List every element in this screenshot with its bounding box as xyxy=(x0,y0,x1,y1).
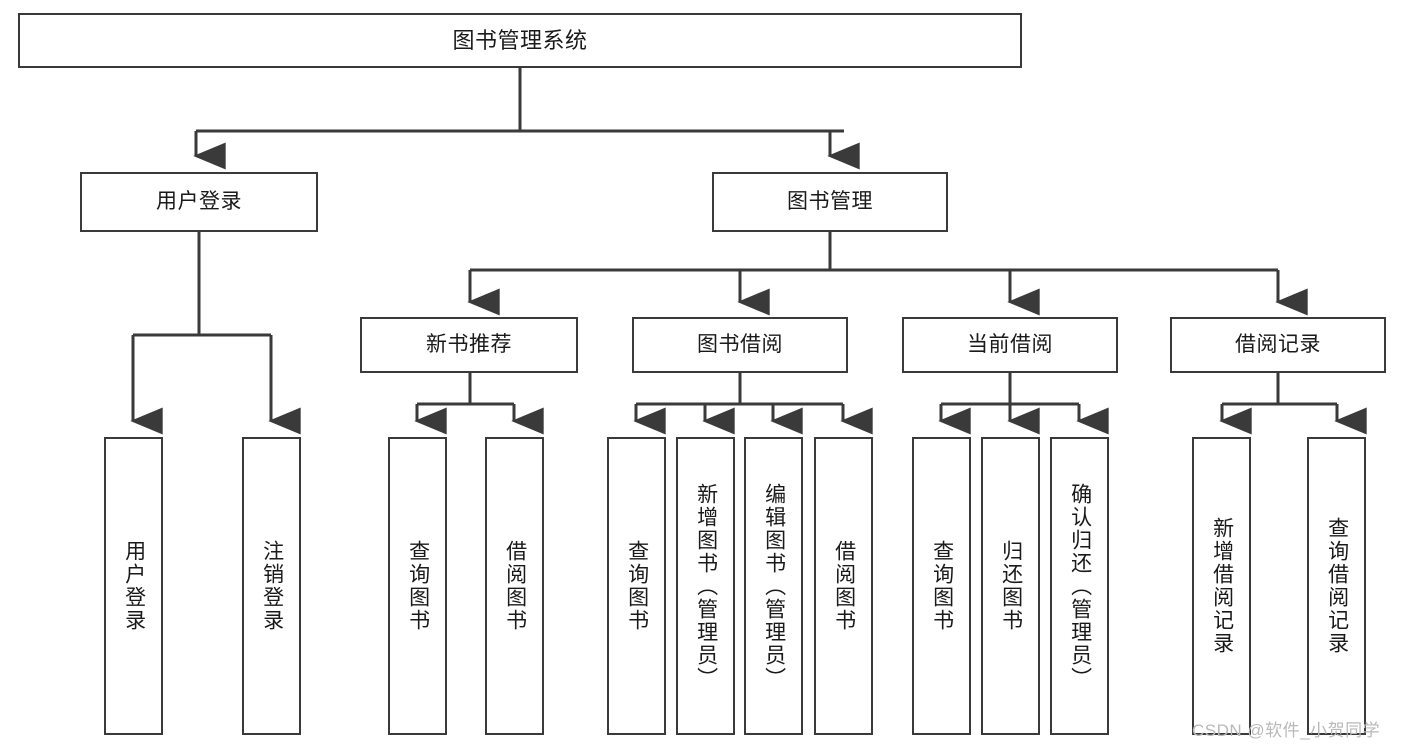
node-label: 注销登录 xyxy=(260,540,284,632)
node-user-login[interactable]: 用户登录 xyxy=(80,172,318,232)
node-book-management[interactable]: 图书管理 xyxy=(712,172,948,232)
leaf-current-borrow-1[interactable]: 查询图书 xyxy=(912,437,971,735)
node-label: 编辑图书（管理员） xyxy=(762,482,786,690)
node-root-system[interactable]: 图书管理系统 xyxy=(18,13,1022,68)
node-book-borrow[interactable]: 图书借阅 xyxy=(632,317,848,373)
leaf-book-borrow-1[interactable]: 查询图书 xyxy=(607,437,666,735)
leaf-new-book-1[interactable]: 查询图书 xyxy=(388,437,447,735)
leaf-borrow-record-2[interactable]: 查询借阅记录 xyxy=(1307,437,1366,735)
node-label: 查询图书 xyxy=(930,540,954,632)
node-label: 新书推荐 xyxy=(426,332,512,356)
csdn-watermark: CSDN @软件_小贺同学 xyxy=(1192,721,1381,740)
node-label: 新增借阅记录 xyxy=(1210,517,1234,655)
leaf-borrow-record-1[interactable]: 新增借阅记录 xyxy=(1192,437,1251,735)
node-label: 归还图书 xyxy=(999,540,1023,632)
node-label: 用户登录 xyxy=(156,189,242,213)
node-new-book-recommend[interactable]: 新书推荐 xyxy=(360,317,578,373)
leaf-book-borrow-2[interactable]: 新增图书（管理员） xyxy=(676,437,735,735)
node-label: 查询借阅记录 xyxy=(1325,517,1349,655)
node-label: 图书借阅 xyxy=(697,332,783,356)
leaf-current-borrow-2[interactable]: 归还图书 xyxy=(981,437,1040,735)
leaf-book-borrow-3[interactable]: 编辑图书（管理员） xyxy=(744,437,803,735)
node-label: 借阅记录 xyxy=(1235,332,1321,356)
leaf-current-borrow-3[interactable]: 确认归还（管理员） xyxy=(1050,437,1109,735)
node-borrow-record[interactable]: 借阅记录 xyxy=(1170,317,1386,373)
node-label: 当前借阅 xyxy=(967,332,1053,356)
node-label: 新增图书（管理员） xyxy=(694,482,718,690)
node-label: 图书管理系统 xyxy=(452,27,588,53)
node-label: 确认归还（管理员） xyxy=(1068,482,1092,690)
node-label: 借阅图书 xyxy=(832,540,856,632)
node-label: 用户登录 xyxy=(122,540,146,632)
leaf-book-borrow-4[interactable]: 借阅图书 xyxy=(814,437,873,735)
leaf-new-book-2[interactable]: 借阅图书 xyxy=(485,437,544,735)
node-label: 查询图书 xyxy=(625,540,649,632)
node-label: 图书管理 xyxy=(787,189,873,213)
node-label: 查询图书 xyxy=(406,540,430,632)
node-current-borrow[interactable]: 当前借阅 xyxy=(902,317,1118,373)
node-label: 借阅图书 xyxy=(503,540,527,632)
leaf-user-login-2[interactable]: 注销登录 xyxy=(242,437,301,735)
leaf-user-login-1[interactable]: 用户登录 xyxy=(104,437,163,735)
